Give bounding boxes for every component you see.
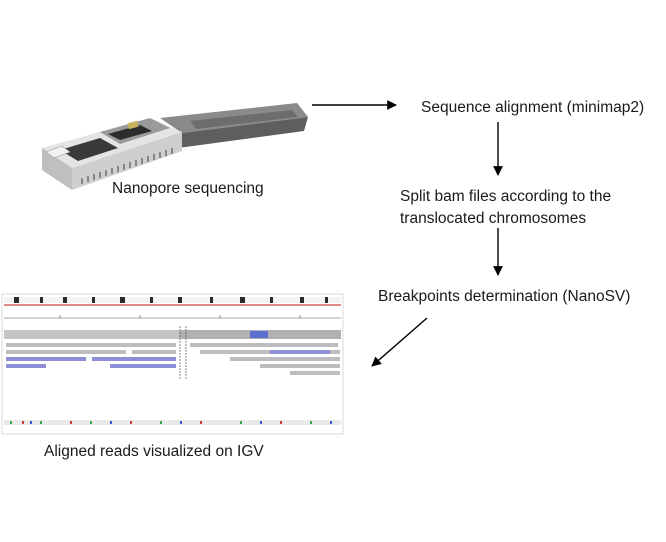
label-split-bam-line1: Split bam files according to the	[400, 188, 612, 205]
label-breakpoints: Breakpoints determination (NanoSV)	[378, 288, 631, 305]
label-sequence-alignment: Sequence alignment (minimap2)	[421, 99, 645, 116]
label-nanopore-sequencing: Nanopore sequencing	[112, 180, 264, 197]
label-split-bam-line2: translocated chromosomes	[400, 210, 587, 227]
label-igv-visualization: Aligned reads visualized on IGV	[44, 443, 264, 460]
arrow-breakpoints-to-visualization	[371, 317, 428, 367]
